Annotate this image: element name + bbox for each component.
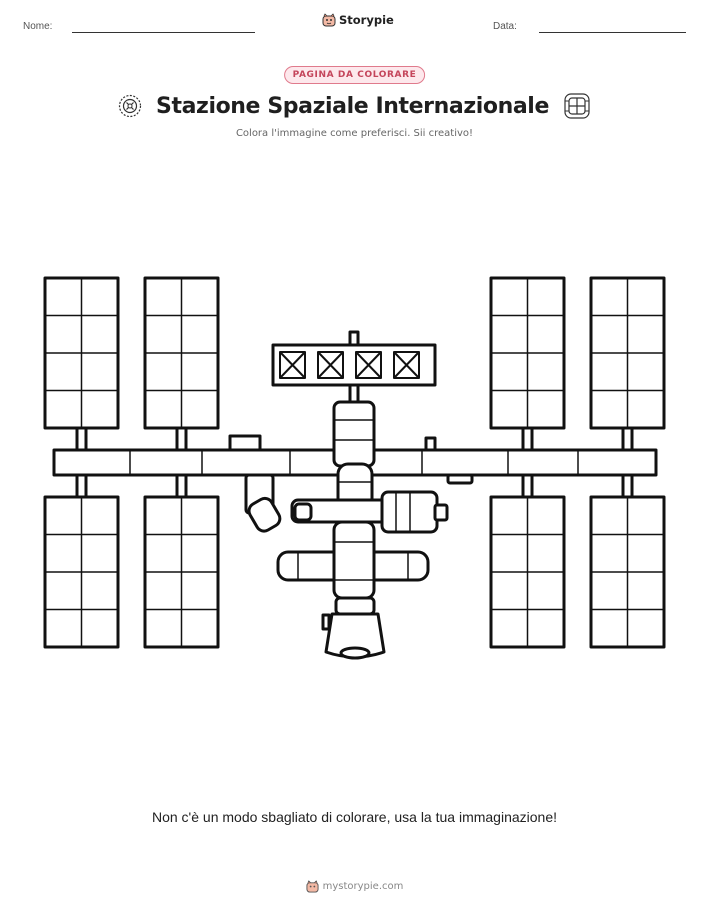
name-line[interactable] <box>72 32 255 33</box>
date-label: Data: <box>493 21 517 32</box>
solar-panel-lower-right-2 <box>589 495 666 649</box>
date-line[interactable] <box>539 32 686 33</box>
brand-logo: Storypie <box>322 13 394 27</box>
solar-panel-upper-right-2 <box>589 276 666 430</box>
subtitle: Colora l'immagine come preferisci. Sii c… <box>235 128 474 139</box>
space-station-drawing <box>43 276 666 660</box>
satellite-icon <box>118 94 142 118</box>
title-row: Stazione Spaziale Internazionale <box>0 92 709 120</box>
solar-panel-upper-right-1 <box>489 276 566 430</box>
name-label: Nome: <box>23 21 53 32</box>
storypie-mascot-icon <box>322 13 336 27</box>
storypie-mascot-icon <box>306 880 319 893</box>
window-icon <box>564 93 590 119</box>
website-url[interactable]: mystorypie.com <box>322 881 404 892</box>
coloring-illustration <box>30 260 680 684</box>
solar-panel-lower-right-1 <box>489 495 566 649</box>
solar-panel-upper-left-1 <box>43 276 120 430</box>
brand-name: Storypie <box>339 13 394 27</box>
solar-panel-lower-left-2 <box>143 495 220 649</box>
side-module <box>290 490 449 534</box>
page-title: Stazione Spaziale Internazionale <box>156 93 549 119</box>
encouragement-message: Non c'è un modo sbagliato di colorare, u… <box>151 809 557 825</box>
docking-capsule <box>324 596 386 660</box>
website-footer: mystorypie.com <box>0 880 709 893</box>
solar-panel-lower-left-1 <box>43 495 120 649</box>
radiator-panel <box>271 343 437 387</box>
solar-panel-upper-left-2 <box>143 276 220 430</box>
page-type-badge: PAGINA DA COLORARE <box>283 66 426 84</box>
